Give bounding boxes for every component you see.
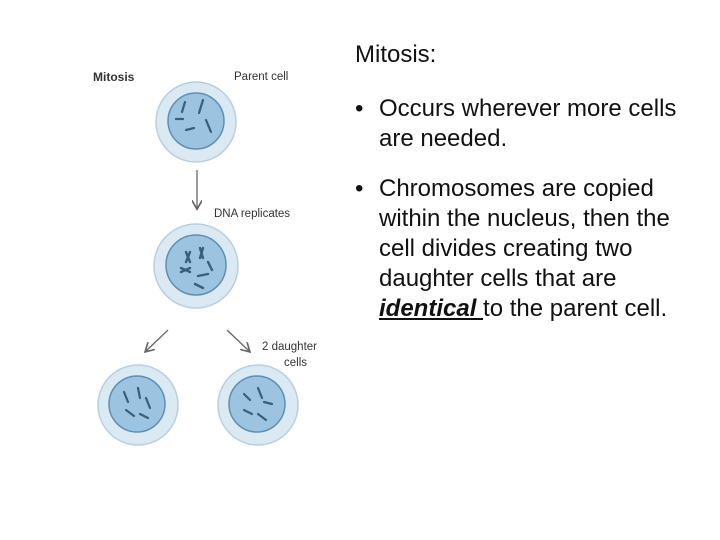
bullet-list: Occurs wherever more cells are needed. C… (355, 94, 705, 324)
text-panel: Mitosis: Occurs wherever more cells are … (355, 40, 705, 344)
slide-title: Mitosis: (355, 41, 437, 68)
arrow-right (226, 329, 249, 351)
arrow-left (146, 329, 169, 351)
replicated-nucleus (165, 234, 227, 296)
daughter-left-nucleus (108, 375, 166, 433)
bullet-item-2: Chromosomes are copied within the nucleu… (355, 174, 705, 324)
bullet-2-text-end: to the parent cell. (483, 295, 668, 322)
bullet-2-text-start: Chromosomes are copied within the nucleu… (379, 175, 670, 292)
mitosis-diagram: Mitosis Parent cell DNA replicates 2 dau… (93, 70, 317, 446)
daughter-cells-label-line2: cells (284, 357, 307, 369)
daughter-cell-left (97, 364, 179, 446)
parent-cell (155, 81, 237, 163)
replicated-cell (153, 223, 239, 309)
parent-chromosomes (174, 98, 213, 134)
bullet-1-text: Occurs wherever more cells are needed. (379, 95, 677, 152)
identical-emphasis: identical (379, 295, 484, 322)
daughter-right-chromosomes (242, 386, 274, 422)
dna-replicates-label: DNA replicates (214, 208, 290, 220)
daughter-cells-label-line1: 2 daughter (262, 341, 317, 353)
parent-nucleus (167, 92, 225, 150)
daughter-cell-right (217, 364, 299, 446)
daughter-left-chromosomes (122, 386, 152, 420)
parent-cell-label: Parent cell (234, 71, 288, 83)
daughter-right-nucleus (228, 375, 286, 433)
diagram-title: Mitosis (93, 70, 135, 84)
replicated-chromosomes (179, 246, 214, 290)
bullet-item-1: Occurs wherever more cells are needed. (355, 94, 705, 154)
